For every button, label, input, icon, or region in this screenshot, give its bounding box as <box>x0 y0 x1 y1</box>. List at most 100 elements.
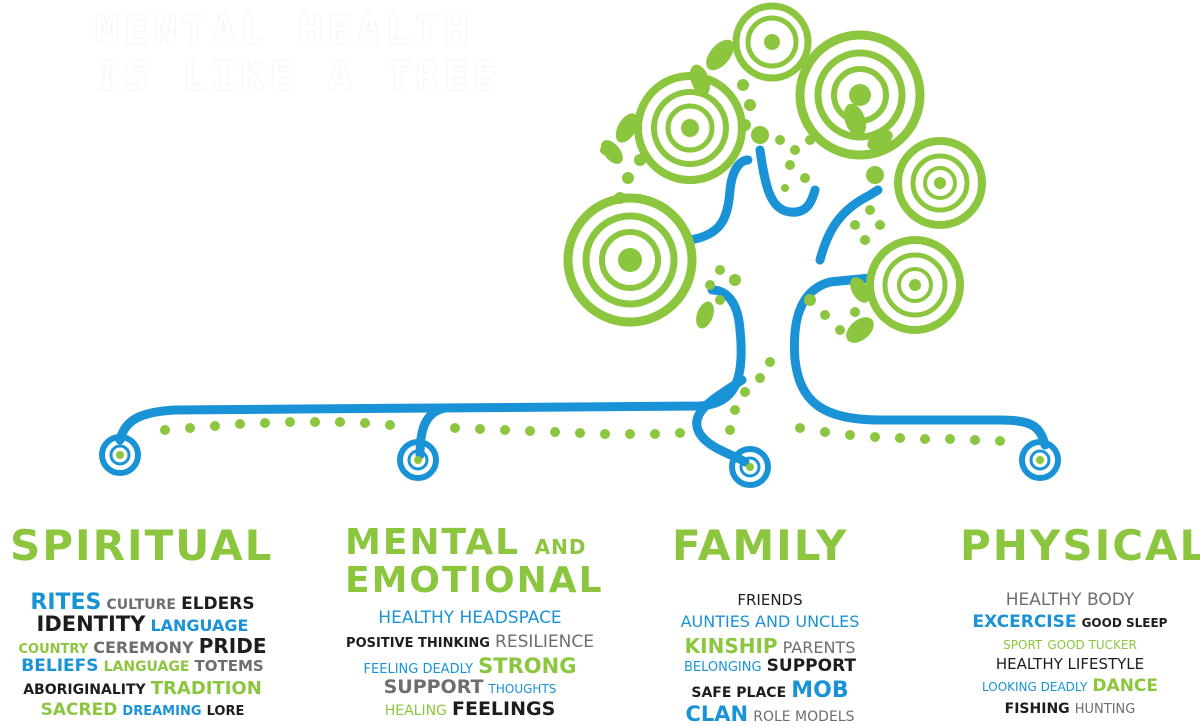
circle-right <box>894 137 986 229</box>
word: STRONG <box>478 654 577 678</box>
word: CULTURE <box>106 597 176 613</box>
word-cloud-mental: HEALTHY HEADSPACE POSITIVE THINKING RESI… <box>325 610 615 722</box>
heading-family: FAMILY <box>672 521 849 570</box>
family-row-1: FRIENDS <box>630 592 910 614</box>
heading-mental: MENTAL AND <box>345 525 586 561</box>
word: LANGUAGE <box>150 616 249 635</box>
word: EXCERCISE <box>972 612 1077 632</box>
tree-roots <box>115 145 1050 467</box>
spiritual-row-5: ABORIGINALITY TRADITION <box>0 680 285 702</box>
physical-row-2: EXCERCISE GOOD SLEEP <box>945 614 1195 636</box>
heading-spiritual: SPIRITUAL <box>10 521 274 570</box>
word: SACRED <box>40 700 118 720</box>
word: FEELING DEADLY <box>363 662 474 677</box>
spiritual-row-2: IDENTITY LANGUAGE <box>0 614 285 636</box>
poster-title: MENTAL HEALTH IS LIKE A TREE <box>95 8 502 100</box>
word: HUNTING <box>1074 702 1136 717</box>
family-row-5: SAFE PLACE MOB <box>630 680 910 704</box>
word: LOOKING DEADLY <box>981 680 1088 694</box>
physical-row-6: FISHING HUNTING <box>945 700 1195 722</box>
family-row-4: BELONGING SUPPORT <box>630 658 910 680</box>
word: SUPPORT <box>383 676 484 698</box>
branch-left <box>685 155 753 245</box>
mental-row-3: FEELING DEADLY STRONG <box>325 656 615 678</box>
word: KINSHIP <box>684 634 778 658</box>
family-row-6: CLAN ROLE MODELS <box>630 704 910 726</box>
word: TOTEMS <box>194 657 264 675</box>
word: PARENTS <box>782 638 856 657</box>
root-end-rings <box>99 434 1061 488</box>
root-ring-mental <box>397 439 439 481</box>
word: FRIENDS <box>737 591 803 609</box>
word: LANGUAGE <box>103 659 190 675</box>
word: BELONGING <box>683 660 762 675</box>
word: GOOD TUCKER <box>1047 638 1137 652</box>
word: HEALTHY HEADSPACE <box>378 608 562 628</box>
word: ABORIGINALITY <box>23 682 146 698</box>
word: RESILIENCE <box>495 632 594 652</box>
word: SAFE PLACE <box>691 685 787 701</box>
spiritual-row-1: RITES CULTURE ELDERS <box>0 592 285 614</box>
word: GOOD SLEEP <box>1081 616 1168 630</box>
family-row-3: KINSHIP PARENTS <box>630 636 910 658</box>
spiritual-row-4: BELIEFS LANGUAGE TOTEMS <box>0 658 285 680</box>
physical-row-5: LOOKING DEADLY DANCE <box>945 678 1195 700</box>
word: ROLE MODELS <box>753 709 855 725</box>
mental-row-2: POSITIVE THINKING RESILIENCE <box>325 634 615 656</box>
word: DANCE <box>1092 676 1159 696</box>
word: FISHING <box>1004 701 1070 717</box>
word-cloud-spiritual: RITES CULTURE ELDERS IDENTITY LANGUAGE C… <box>0 592 285 724</box>
word: THOUGHTS <box>488 682 557 696</box>
spiritual-row-6: SACRED DREAMING LORE <box>0 702 285 724</box>
tree-canopy-circles <box>563 2 986 334</box>
word: IDENTITY <box>36 612 146 636</box>
word: AUNTIES AND UNCLES <box>680 612 860 631</box>
physical-row-3: SPORT GOOD TUCKER <box>945 636 1195 656</box>
spiritual-row-3: COUNTRY CEREMONY PRIDE <box>0 636 285 658</box>
word: CEREMONY <box>93 638 194 657</box>
word: PRIDE <box>198 634 267 658</box>
title-line-1: MENTAL HEALTH <box>95 8 474 54</box>
word: CLAN <box>685 702 749 726</box>
word: HEALTHY LIFESTYLE <box>995 655 1145 673</box>
circle-lower-right <box>866 236 964 334</box>
heading-mental-word: MENTAL <box>345 522 521 563</box>
circle-upper-left <box>634 72 746 184</box>
word: HEALING <box>384 703 447 719</box>
root-ring-physical <box>1019 439 1061 481</box>
heading-mental-and: AND <box>534 535 587 559</box>
root-ring-spiritual <box>99 434 141 476</box>
root-left-branch <box>415 403 450 460</box>
word: BELIEFS <box>21 656 99 676</box>
root-right <box>789 273 1050 450</box>
mental-row-4: SUPPORT THOUGHTS <box>325 678 615 700</box>
word: RITES <box>30 590 102 615</box>
word: SPORT <box>1003 638 1043 652</box>
word: HEALTHY BODY <box>1005 590 1135 610</box>
physical-row-1: HEALTHY BODY <box>945 592 1195 614</box>
word: DREAMING <box>122 704 202 719</box>
word: TRADITION <box>150 678 262 699</box>
word: LORE <box>206 704 245 719</box>
title-line-2: IS LIKE A TREE <box>95 54 503 100</box>
word: POSITIVE THINKING <box>346 636 490 651</box>
circle-top <box>732 2 812 82</box>
word-cloud-family: FRIENDS AUNTIES AND UNCLES KINSHIP PAREN… <box>630 592 910 726</box>
mental-row-5: HEALING FEELINGS <box>325 700 615 722</box>
branch-center <box>755 145 820 217</box>
word: ELDERS <box>181 594 255 614</box>
physical-row-4: HEALTHY LIFESTYLE <box>945 656 1195 678</box>
word: SUPPORT <box>766 656 856 676</box>
heading-physical: PHYSICAL <box>960 521 1200 570</box>
word: FEELINGS <box>452 698 556 720</box>
mental-row-1: HEALTHY HEADSPACE <box>325 610 615 634</box>
family-row-2: AUNTIES AND UNCLES <box>630 614 910 636</box>
word: MOB <box>791 678 849 703</box>
root-center <box>692 375 750 467</box>
word-cloud-physical: HEALTHY BODY EXCERCISE GOOD SLEEP SPORT … <box>945 592 1195 722</box>
word: COUNTRY <box>18 642 89 657</box>
branch-right <box>815 185 883 265</box>
circle-upper-right <box>795 30 925 160</box>
root-ring-family <box>729 446 771 488</box>
